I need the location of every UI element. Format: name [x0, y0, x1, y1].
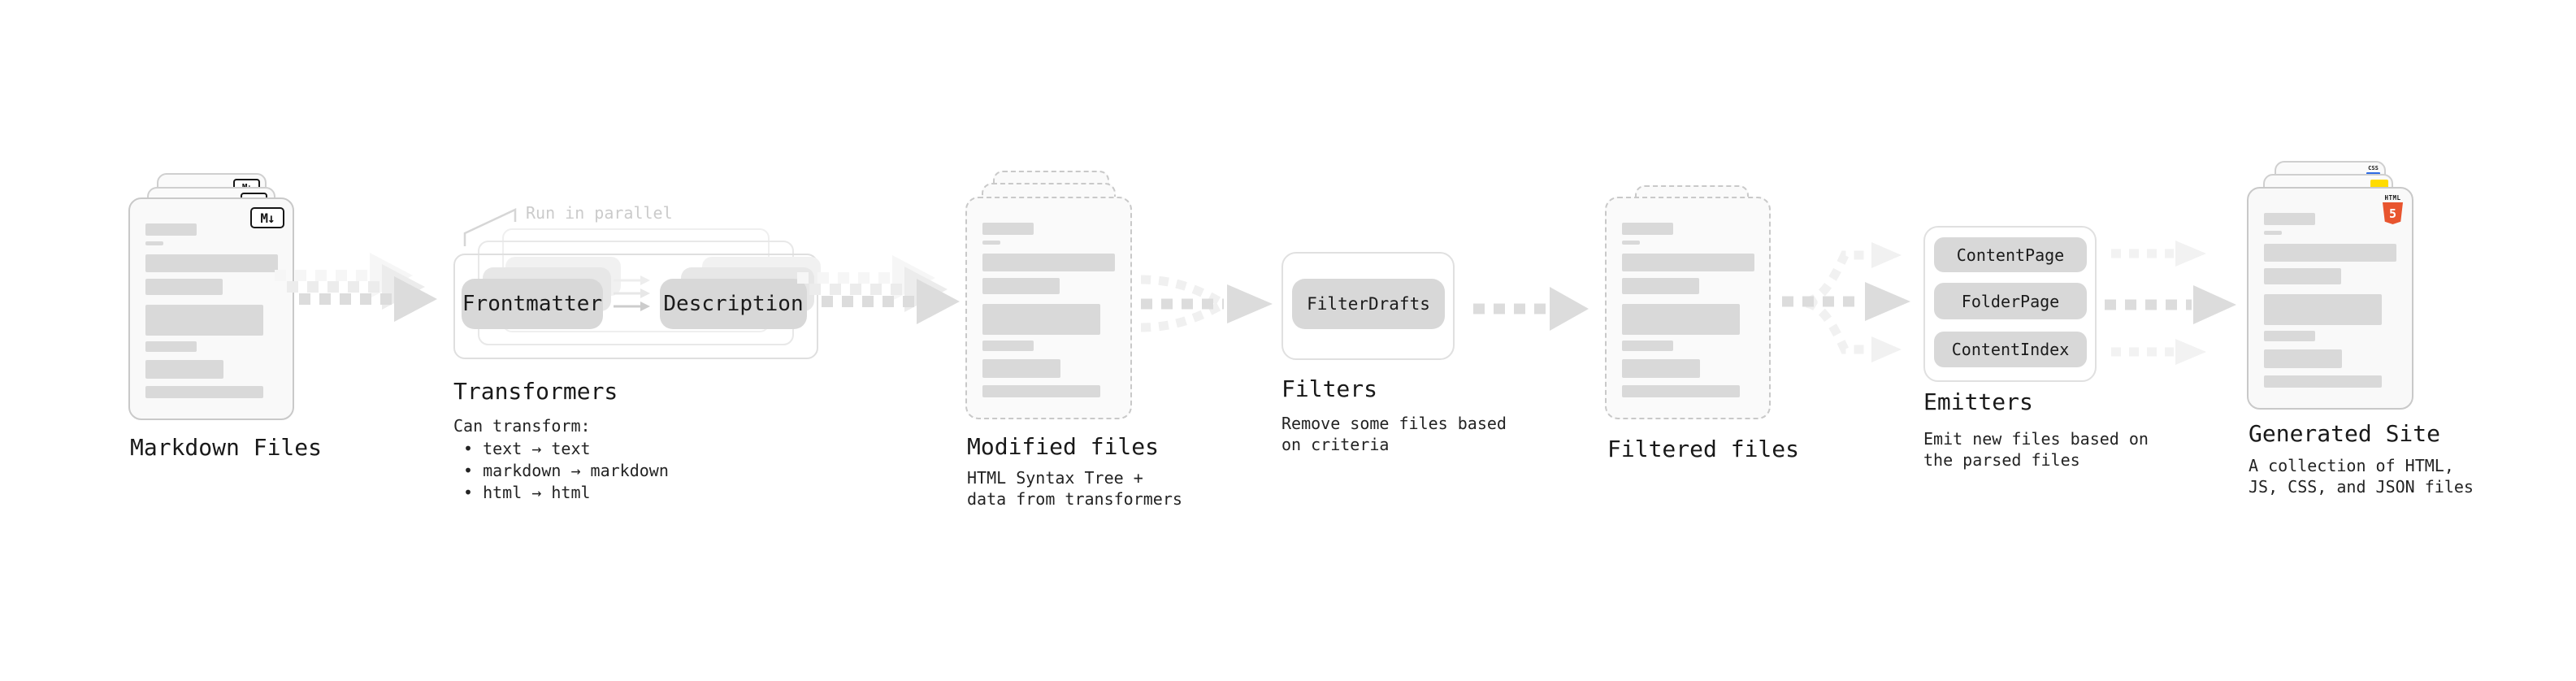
markdown-icon: M↓ [250, 207, 284, 228]
description-line: JS, CSS, and JSON files [2249, 477, 2474, 497]
doc-content-placeholder [145, 223, 279, 398]
transformers-heading: Can transform: [453, 416, 591, 436]
doc-content-placeholder [982, 223, 1117, 397]
description-line: Emit new files based on [1923, 429, 2149, 449]
bullet-item: • html → html [463, 483, 591, 502]
doc-content-placeholder [1622, 223, 1755, 397]
description-line: Remove some files based [1281, 414, 1507, 433]
description-line: A collection of HTML, [2249, 456, 2454, 475]
html5-icon-shield: 5 [2383, 202, 2403, 224]
css-icon-label: CSS [2368, 165, 2379, 171]
description-line: data from transformers [967, 489, 1182, 509]
generated-site-description: A collection of HTML, JS, CSS, and JSON … [2249, 455, 2474, 497]
markdown-files-label: Markdown Files [130, 434, 323, 461]
doc-content-placeholder [2264, 213, 2398, 388]
html5-icon-five: 5 [2388, 206, 2397, 221]
flow-arrow-emitters-to-generated [2105, 241, 2236, 365]
generated-site-label: Generated Site [2249, 420, 2441, 447]
emitters-title: Emitters [1923, 388, 2033, 415]
description-line: HTML Syntax Tree + [967, 468, 1143, 488]
description-pill: Description [660, 279, 807, 329]
filterdrafts-pill: FilterDrafts [1292, 279, 1445, 329]
contentindex-pill: ContentIndex [1934, 332, 2087, 367]
flow-arrow-transformers-to-modified [797, 255, 960, 324]
markdown-doc-front: M↓ [128, 197, 294, 420]
filters-title: Filters [1281, 375, 1378, 402]
transformer-card-front [453, 254, 818, 359]
generated-doc-front: HTML 5 [2247, 187, 2413, 410]
bullet-item: • text → text [463, 439, 591, 458]
html5-icon-label: HTML [2384, 194, 2401, 202]
filters-description: Remove some files based on criteria [1281, 413, 1507, 455]
transformers-bullet-list: • text → text • markdown → markdown • ht… [453, 438, 669, 504]
folderpage-pill: FolderPage [1934, 283, 2087, 319]
description-line: on criteria [1281, 435, 1390, 454]
description-line: the parsed files [1923, 450, 2080, 470]
run-in-parallel-note: Run in parallel [526, 203, 673, 223]
bullet-item: • markdown → markdown [463, 461, 669, 480]
transformers-title: Transformers [453, 378, 618, 405]
emitters-description: Emit new files based on the parsed files [1923, 428, 2149, 471]
flow-arrow-modified-to-filters [1140, 275, 1273, 332]
filtered-doc-front [1605, 197, 1771, 419]
flow-arrow-markdown-to-transformers [275, 253, 437, 322]
flow-arrow-filtered-to-emitters [1782, 242, 1910, 362]
frontmatter-pill: Frontmatter [462, 279, 603, 329]
filtered-files-label: Filtered files [1607, 436, 1800, 462]
modified-files-description: HTML Syntax Tree + data from transformer… [967, 467, 1182, 510]
note-leader-line [463, 208, 517, 246]
modified-doc-front [965, 197, 1132, 419]
html5-icon: HTML 5 [2382, 195, 2404, 224]
transform-mini-arrows [614, 275, 650, 311]
contentpage-pill: ContentPage [1934, 237, 2087, 272]
modified-files-label: Modified files [967, 433, 1160, 460]
flow-arrow-filters-to-filtered [1473, 287, 1589, 331]
